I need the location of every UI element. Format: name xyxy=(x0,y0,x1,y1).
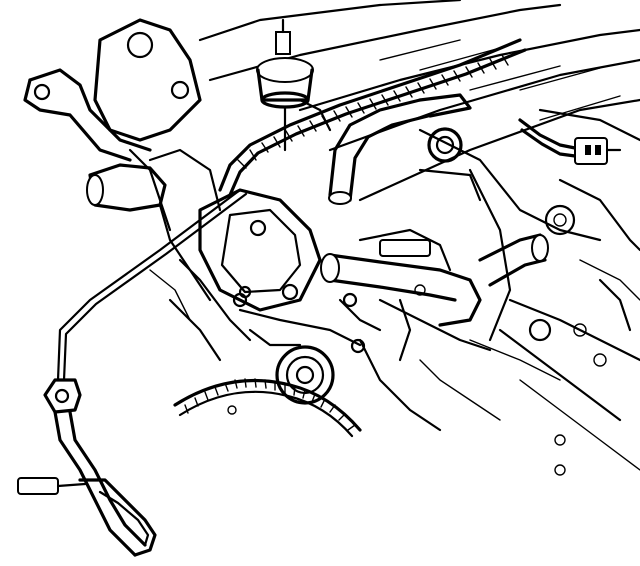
engine-block xyxy=(149,269,632,432)
vacuum-module xyxy=(256,18,332,152)
dipstick-tube xyxy=(17,188,248,557)
bypass-tube xyxy=(320,228,549,362)
heater-hose xyxy=(328,93,482,205)
wiring-harness xyxy=(218,38,577,197)
electrical-connector xyxy=(574,137,622,165)
crank-pulley xyxy=(238,298,382,405)
engine-bracket xyxy=(23,18,202,232)
water-pump-housing xyxy=(178,188,322,342)
flywheel-ring-gear xyxy=(173,378,362,438)
water-outlet xyxy=(86,148,222,302)
